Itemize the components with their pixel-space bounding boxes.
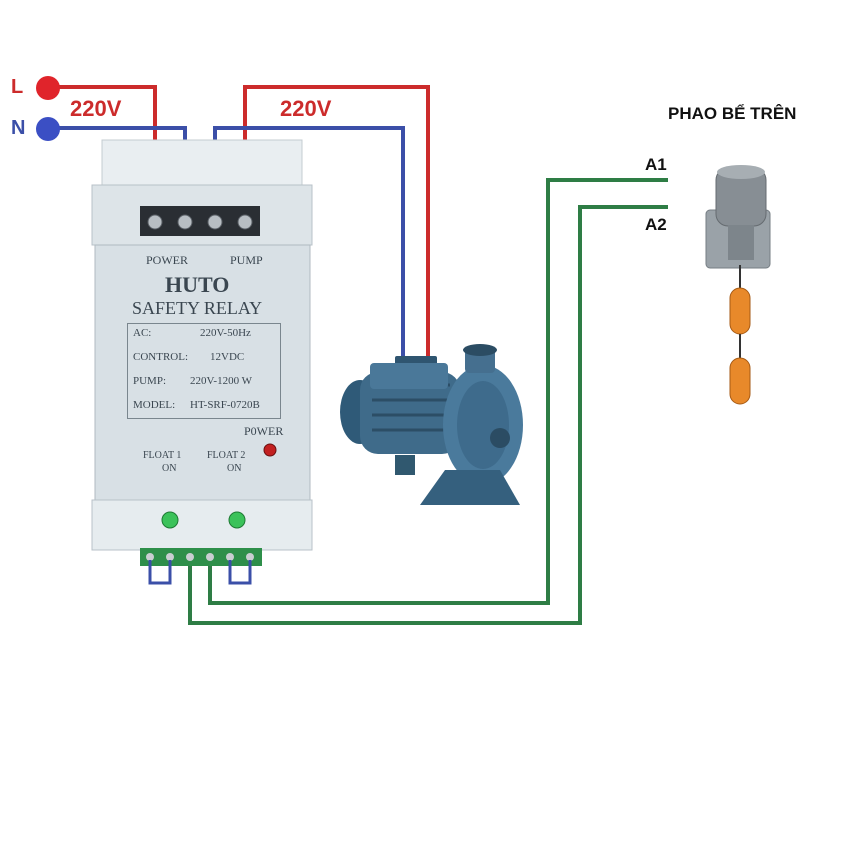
float-switch-icon [705, 165, 771, 405]
float-switch-title: PHAO BỂ TRÊN [668, 104, 797, 123]
relay-spec-value: 12VDC [210, 351, 245, 363]
relay-float2-label: FLOAT 2 [207, 450, 246, 461]
relay-float2-state: ON [227, 463, 242, 474]
relay-spec-key: AC: [133, 327, 152, 339]
control-wire-a1 [208, 178, 668, 605]
relay-brand: HUTO [165, 272, 230, 297]
relay-product: SAFETY RELAY [132, 298, 263, 318]
wire-label-a1: A1 [645, 155, 667, 174]
relay-spec-key: CONTROL: [133, 351, 188, 363]
relay-spec-key: MODEL: [133, 399, 176, 411]
relay-spec-key: PUMP: [133, 375, 167, 387]
neutral-terminal-label: N [11, 117, 26, 139]
power-led-icon [263, 443, 277, 457]
wire-label-a2: A2 [645, 215, 667, 234]
relay-spec-value: 220V-1200 W [190, 375, 253, 387]
line-terminal-label: L [11, 76, 24, 98]
control-wire-a2 [188, 205, 668, 625]
float1-led-icon [161, 511, 179, 529]
float2-led-icon [228, 511, 246, 529]
line-terminal [36, 76, 60, 100]
voltage-label-power: 220V [70, 96, 122, 121]
relay-spec-box [127, 323, 281, 419]
relay-float1-state: ON [162, 463, 177, 474]
relay-power-led-label: P0WER [244, 424, 284, 438]
neutral-terminal [36, 117, 60, 141]
relay-icon [91, 139, 313, 585]
relay-spec-value: HT-SRF-0720B [190, 399, 260, 411]
relay-spec-value: 220V-50Hz [200, 327, 251, 339]
pump-icon [340, 344, 523, 505]
relay-power-label: POWER [146, 253, 188, 267]
voltage-label-pump: 220V [280, 96, 332, 121]
relay-float1-label: FLOAT 1 [143, 450, 182, 461]
relay-pump-label: PUMP [230, 253, 263, 267]
